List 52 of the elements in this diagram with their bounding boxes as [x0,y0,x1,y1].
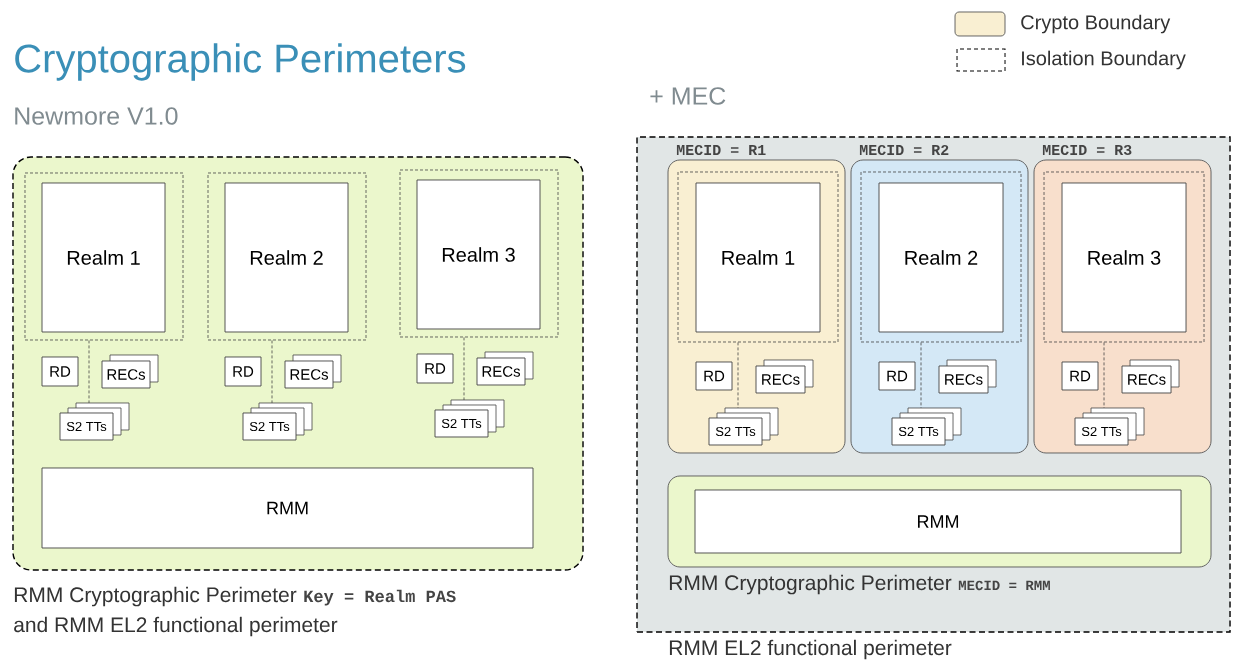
realm-box: Realm 3 [1061,182,1187,333]
rd-box: RD [695,361,733,391]
stacked-boxes: RECs [476,351,534,386]
dashed-connector [1103,342,1105,409]
section-heading: Newmore V1.0 [15,107,178,125]
realm-box: Realm 1 [41,182,166,333]
isolation-boundary [207,172,367,341]
rd-box: RD [41,356,79,387]
isolation-boundary [399,169,559,338]
stacked-boxes: RECs [1121,359,1180,394]
stacked-boxes: S2 TTs [59,402,130,441]
dashed-connector [737,342,739,409]
realm-box: Realm 2 [224,182,349,333]
perimeter-label: RMM Cryptographic Perimeter [14,586,297,607]
stacked-boxes: RECs [938,359,997,394]
perimeter-label: Key = Realm PAS [304,589,456,606]
stacked-boxes: S2 TTs [708,407,779,446]
mecid-label: MECID = R3 [1042,144,1132,156]
rd-box: RD [878,361,916,391]
stacked-boxes: S2 TTs [242,402,313,441]
stacked-boxes: RECs [284,354,342,389]
stacked-boxes: S2 TTs [434,399,505,438]
dashed-connector [920,342,922,409]
stacked-boxes: S2 TTs [891,407,962,446]
rd-box: RD [416,353,454,384]
rmm-box: RMM [41,467,534,549]
perimeter-label: RMM EL2 functional perimeter [669,639,952,660]
mecid-label: MECID = R2 [859,144,949,156]
isolation-boundary [860,171,1022,343]
isolation-boundary [677,171,839,343]
rd-box: RD [224,356,262,387]
dashed-connector [88,340,90,404]
dashed-connector [463,337,465,401]
dashed-connector [271,340,273,404]
mecid-label: MECID = R1 [676,144,766,156]
perimeter-label: RMM Cryptographic Perimeter [669,574,952,595]
perimeter-label: and RMM EL2 functional perimeter [14,616,338,637]
isolation-boundary [24,172,184,341]
realm-box: Realm 1 [695,182,821,333]
stacked-boxes: RECs [755,359,814,394]
isolation-boundary [1043,171,1205,343]
stacked-boxes: S2 TTs [1074,407,1145,446]
legend-label: Crypto Boundary [1021,14,1171,34]
realm-box: Realm 3 [416,179,541,330]
rmm-box: RMM [694,489,1182,554]
realm-box: Realm 2 [878,182,1004,333]
stacked-boxes: RECs [101,354,159,389]
rd-box: RD [1061,361,1099,391]
section-heading: + MEC [650,87,726,105]
title: Cryptographic Perimeters [15,43,466,81]
legend-label: Isolation Boundary [1022,50,1186,70]
perimeter-label: MECID = RMM [958,580,1050,591]
